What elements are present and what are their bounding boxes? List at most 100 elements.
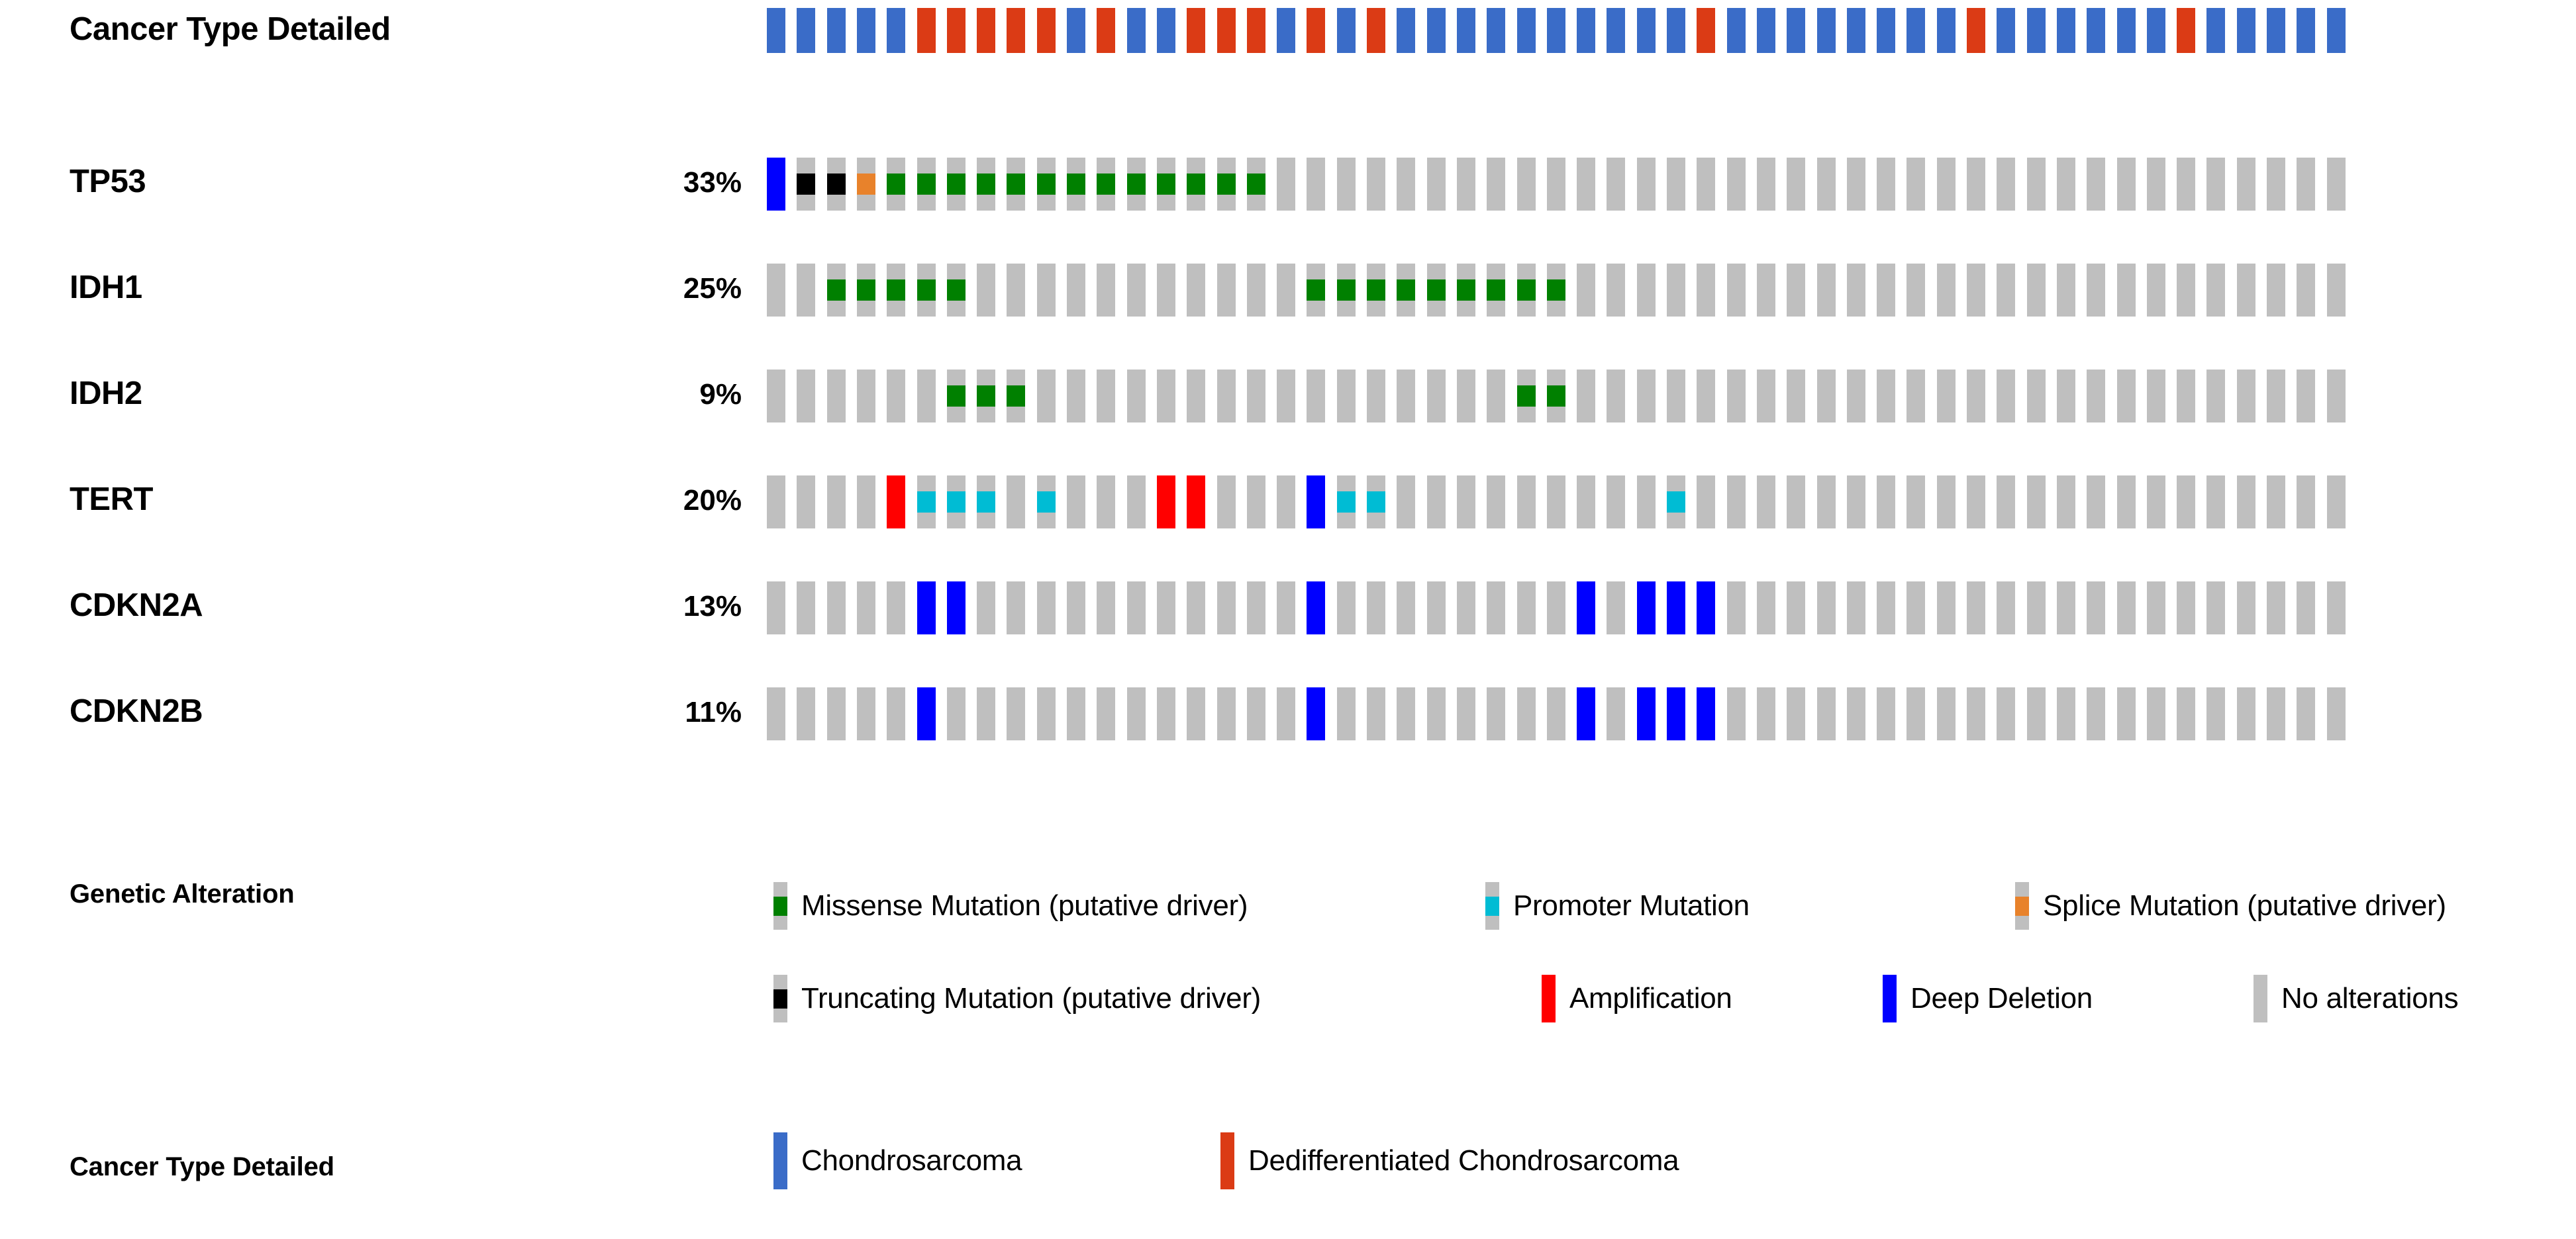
alteration-cell[interactable]	[1697, 475, 1716, 528]
alteration-cell[interactable]	[1277, 581, 1296, 634]
cancer-type-cell[interactable]	[1607, 8, 1626, 53]
alteration-cell[interactable]	[916, 475, 936, 528]
alteration-cell[interactable]	[946, 687, 966, 740]
alteration-cell[interactable]	[977, 687, 996, 740]
alteration-cell[interactable]	[1187, 370, 1206, 422]
alteration-cell[interactable]	[916, 158, 936, 211]
alteration-cell[interactable]	[1516, 158, 1536, 211]
alteration-cell[interactable]	[1036, 158, 1056, 211]
alteration-cell[interactable]	[2146, 264, 2165, 317]
alteration-cell[interactable]	[2056, 581, 2075, 634]
cancer-type-cell[interactable]	[1246, 8, 1265, 53]
alteration-cell[interactable]	[2206, 687, 2226, 740]
alteration-cell[interactable]	[1577, 475, 1596, 528]
alteration-cell[interactable]	[2087, 687, 2106, 740]
alteration-cell[interactable]	[2087, 581, 2106, 634]
alteration-cell[interactable]	[2116, 264, 2136, 317]
alteration-cell[interactable]	[2297, 158, 2316, 211]
alteration-cell[interactable]	[1426, 264, 1446, 317]
alteration-cell[interactable]	[1126, 370, 1146, 422]
alteration-cell[interactable]	[1456, 370, 1475, 422]
alteration-cell[interactable]	[1126, 581, 1146, 634]
alteration-cell[interactable]	[1636, 264, 1656, 317]
alteration-cell[interactable]	[2267, 158, 2285, 211]
cancer-type-cell[interactable]	[946, 8, 966, 53]
alteration-cell[interactable]	[2177, 475, 2196, 528]
alteration-cell[interactable]	[1756, 687, 1775, 740]
alteration-cell[interactable]	[2056, 687, 2075, 740]
alteration-cell[interactable]	[1787, 370, 1806, 422]
alteration-cell[interactable]	[856, 264, 875, 317]
alteration-cell[interactable]	[2056, 158, 2075, 211]
alteration-cell[interactable]	[1367, 475, 1385, 528]
cancer-type-cell[interactable]	[2146, 8, 2165, 53]
cancer-type-cell[interactable]	[856, 8, 875, 53]
alteration-cell[interactable]	[2026, 581, 2046, 634]
alteration-cell[interactable]	[2326, 158, 2346, 211]
alteration-cell[interactable]	[2206, 475, 2226, 528]
cancer-type-cell[interactable]	[1516, 8, 1536, 53]
alteration-cell[interactable]	[1726, 581, 1746, 634]
alteration-cell[interactable]	[1187, 687, 1206, 740]
alteration-cell[interactable]	[946, 158, 966, 211]
cancer-type-cell[interactable]	[977, 8, 996, 53]
alteration-cell[interactable]	[1246, 158, 1265, 211]
alteration-cell[interactable]	[2326, 370, 2346, 422]
cancer-type-cell[interactable]	[1036, 8, 1056, 53]
alteration-cell[interactable]	[1967, 158, 1985, 211]
cancer-type-cell[interactable]	[767, 8, 785, 53]
alteration-cell[interactable]	[1036, 475, 1056, 528]
alteration-cell[interactable]	[1336, 475, 1356, 528]
cancer-type-cell[interactable]	[1156, 8, 1175, 53]
alteration-cell[interactable]	[1697, 687, 1716, 740]
alteration-cell[interactable]	[1156, 158, 1175, 211]
alteration-cell[interactable]	[1277, 370, 1296, 422]
alteration-cell[interactable]	[1877, 687, 1896, 740]
alteration-cell[interactable]	[1636, 581, 1656, 634]
alteration-cell[interactable]	[1546, 581, 1565, 634]
alteration-cell[interactable]	[1426, 687, 1446, 740]
alteration-cell[interactable]	[797, 687, 816, 740]
alteration-cell[interactable]	[2206, 370, 2226, 422]
alteration-cell[interactable]	[2056, 370, 2075, 422]
alteration-cell[interactable]	[1967, 475, 1985, 528]
alteration-cell[interactable]	[1756, 475, 1775, 528]
alteration-cell[interactable]	[1246, 475, 1265, 528]
alteration-cell[interactable]	[1456, 687, 1475, 740]
alteration-cell[interactable]	[1787, 475, 1806, 528]
alteration-cell[interactable]	[1907, 264, 1926, 317]
cancer-type-cell[interactable]	[1546, 8, 1565, 53]
gene-label-cdkn2a[interactable]: CDKN2A	[70, 587, 203, 623]
alteration-cell[interactable]	[1997, 687, 2016, 740]
alteration-cell[interactable]	[1187, 264, 1206, 317]
alteration-cell[interactable]	[2087, 158, 2106, 211]
alteration-cell[interactable]	[2146, 475, 2165, 528]
alteration-cell[interactable]	[1307, 158, 1326, 211]
alteration-cell[interactable]	[1726, 264, 1746, 317]
alteration-cell[interactable]	[2177, 264, 2196, 317]
alteration-cell[interactable]	[1426, 475, 1446, 528]
alteration-cell[interactable]	[977, 475, 996, 528]
alteration-cell[interactable]	[2056, 264, 2075, 317]
alteration-cell[interactable]	[2177, 581, 2196, 634]
alteration-cell[interactable]	[856, 581, 875, 634]
cancer-type-legend-item[interactable]: Dedifferentiated Chondrosarcoma	[1220, 1132, 1679, 1189]
alteration-cell[interactable]	[1067, 475, 1085, 528]
alteration-cell[interactable]	[1607, 158, 1626, 211]
alteration-cell[interactable]	[1667, 264, 1685, 317]
alteration-cell[interactable]	[1097, 370, 1116, 422]
alteration-cell[interactable]	[887, 158, 906, 211]
alteration-cell[interactable]	[1936, 581, 1956, 634]
alteration-cell[interactable]	[1516, 264, 1536, 317]
alteration-cell[interactable]	[1877, 370, 1896, 422]
alteration-cell[interactable]	[946, 475, 966, 528]
alteration-cell[interactable]	[2297, 370, 2316, 422]
alteration-cell[interactable]	[1216, 687, 1236, 740]
alteration-cell[interactable]	[1246, 264, 1265, 317]
alteration-cell[interactable]	[2056, 475, 2075, 528]
alteration-cell[interactable]	[1936, 158, 1956, 211]
alteration-cell[interactable]	[797, 264, 816, 317]
alteration-cell[interactable]	[1846, 475, 1865, 528]
alteration-cell[interactable]	[2267, 687, 2285, 740]
alteration-cell[interactable]	[2146, 687, 2165, 740]
